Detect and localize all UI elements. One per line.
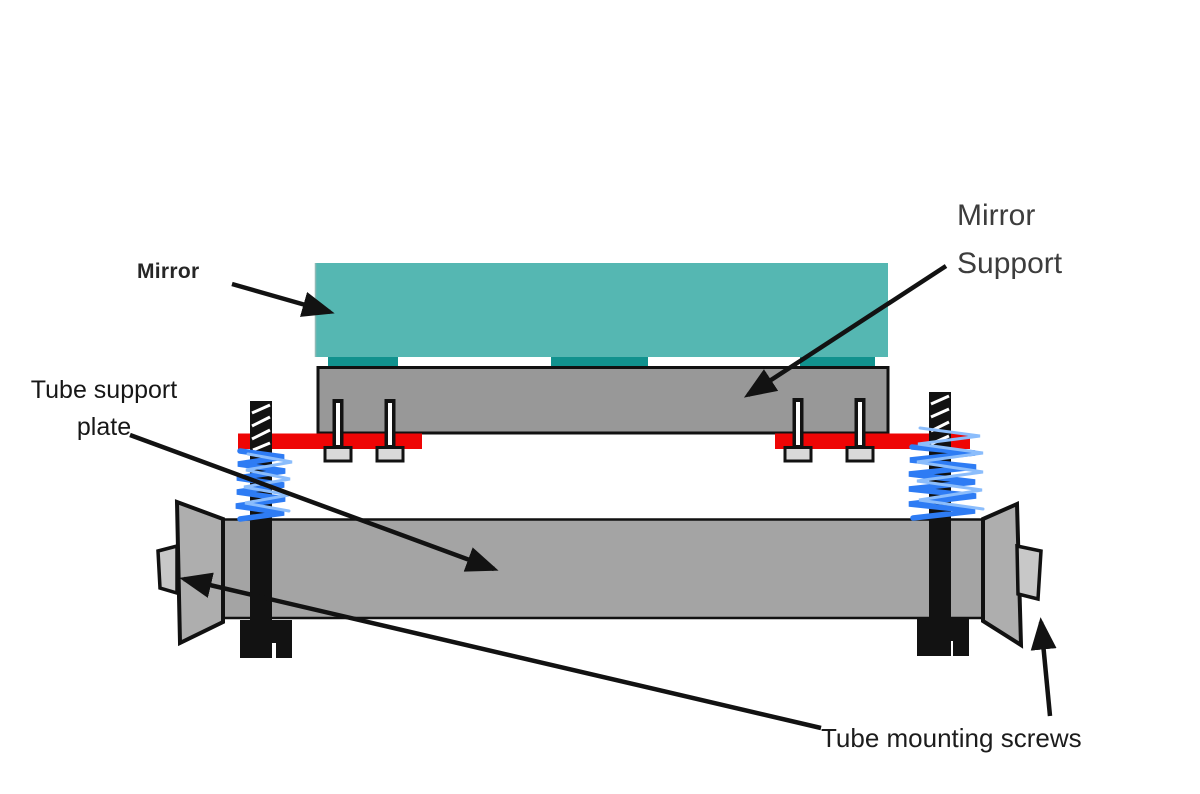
tube-mounting-screw-right — [1015, 543, 1043, 602]
mirror-support-pointer-arrow — [743, 264, 948, 398]
pin-core — [336, 403, 340, 445]
clip-pin-1 — [323, 399, 353, 463]
pin-core — [796, 402, 800, 445]
mirror-label: Mirror — [137, 260, 200, 283]
tube-support-plate-pointer-arrow — [129, 432, 499, 572]
screw-knob — [240, 620, 292, 658]
tube-end-cap-left — [174, 499, 225, 647]
tube-support-plate-bar — [220, 518, 985, 620]
tube-mounting-screws-label: Tube mounting screws — [821, 723, 1082, 753]
clip-pin-2 — [375, 399, 405, 463]
mirror-pad-left — [328, 357, 398, 367]
tube-end-cap-right — [981, 500, 1024, 649]
clip-pin-4 — [845, 398, 875, 463]
pin-core — [858, 402, 862, 445]
mirror-support-label: Mirror Support — [957, 199, 1063, 280]
mirror-pad-center — [551, 357, 648, 367]
mirror-pointer-arrow — [231, 281, 335, 317]
tube-mounting-screws-up-arrow — [1030, 617, 1057, 717]
mirror-pad-right — [800, 357, 875, 367]
spring-left-highlight — [243, 452, 293, 513]
spring-left — [235, 448, 286, 522]
clip-pin-3 — [783, 398, 813, 463]
screw-knob — [917, 618, 969, 656]
pin-foot — [323, 446, 353, 463]
tube-mounting-screws-pointer-line — [179, 572, 822, 731]
support-plate-strip-left — [238, 433, 422, 449]
pin-core — [388, 403, 392, 445]
spring-right-highlight — [916, 426, 985, 511]
pin-foot — [375, 446, 405, 463]
pin-foot — [783, 446, 813, 463]
pin-foot — [845, 446, 875, 463]
tube-mounting-screw-left — [156, 543, 179, 596]
screw-threads — [251, 403, 271, 452]
mirror-glass — [315, 263, 888, 357]
spring-right — [908, 444, 977, 521]
tube-support-plate-label: Tube support plate — [30, 376, 178, 441]
